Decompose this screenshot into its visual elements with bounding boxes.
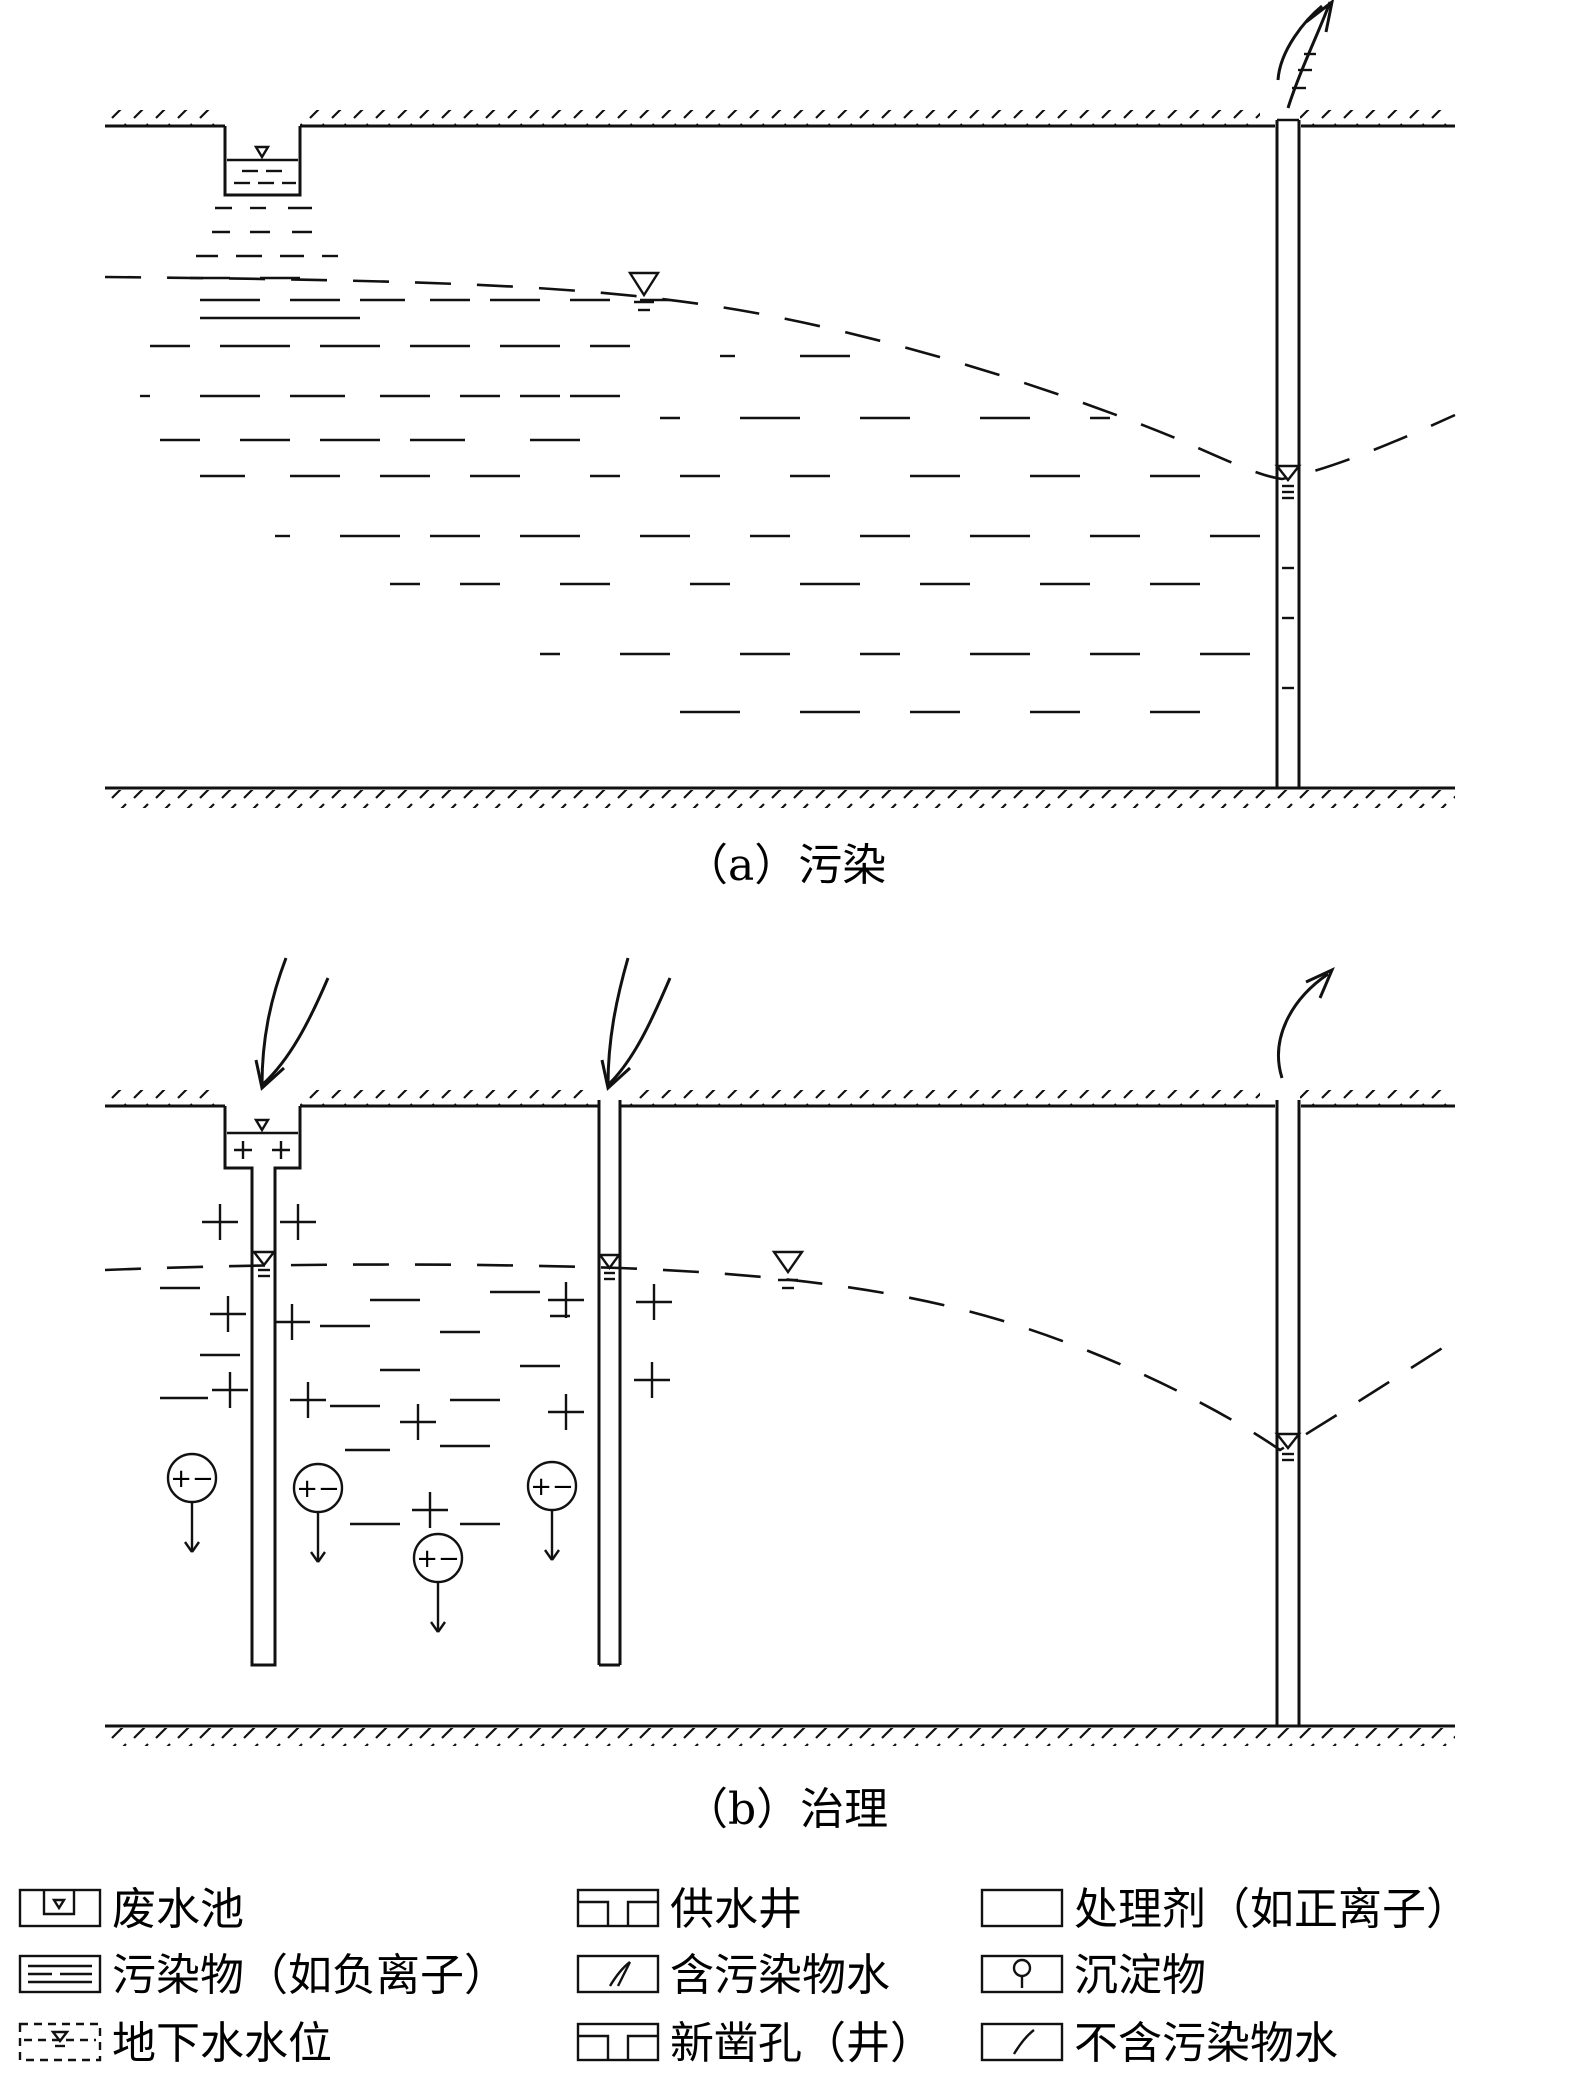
legend-label-water-table: 地下水水位 [112,2018,332,2069]
pollutant-seepage [196,206,338,258]
ground-hatch [1300,110,1450,126]
precipitate-arrow [184,1541,193,1553]
pollutant-plume [140,276,1260,714]
precipitate-sign: +− [530,1472,574,1502]
legend-contaminated-water-icon [576,1954,660,1994]
legend-label-contaminated-water: 含污染物水 [670,1950,890,2001]
precipitate-sign: +− [416,1544,460,1574]
caption-b: （b）治理 [684,1784,888,1835]
caption-a: （a）污染 [684,840,886,891]
water-table-line [104,1263,1456,1452]
bedrock-hatch [110,790,1455,808]
new-borehole [597,1100,622,1667]
legend-label-pollutant: 污染物（如负离子） [112,1950,508,2001]
treatment-inflow-arrow-2 [600,957,672,1091]
legend-icons [18,1888,1064,2062]
precipitate-sign: +− [170,1464,214,1494]
legend-treatment-agent-icon [980,1888,1064,1928]
clean-water-arrow [1277,967,1335,1079]
precipitate-arrow [310,1551,319,1563]
legend-precipitate-icon [980,1954,1064,1994]
ground-hatch [110,1090,220,1106]
treatment-inflow-arrow-1 [254,957,330,1091]
supply-well-b [1274,1100,1302,1726]
legend-label-new-borehole: 新凿孔（井） [670,2018,934,2069]
ground-hatch [300,110,1260,126]
legend-supply-well-icon [576,1888,660,1928]
supply-well-a [1274,118,1302,787]
ground-hatch [1300,1090,1450,1106]
legend-label-clean-water: 不含污染物水 [1074,2018,1338,2069]
precipitate-arrow [544,1549,553,1561]
panel-b: +− +− +− +− [104,957,1456,1746]
legend-label-wastewater-pool: 废水池 [112,1884,244,1935]
precipitate-arrow [551,1549,560,1561]
precipitate-arrow [430,1621,439,1633]
legend-label-precipitate: 沉淀物 [1074,1950,1206,2001]
legend-water-table-icon [18,2022,102,2062]
treatment-pool [223,1106,302,1667]
bedrock-hatch [110,1728,1455,1746]
precipitate-arrow [317,1551,326,1563]
ground-hatch [630,1090,1260,1106]
legend-pollutant-icon [18,1954,102,1994]
panel-a [104,0,1456,808]
legend-new-borehole-icon [576,2022,660,2062]
ions-field: +− +− +− +− [160,1204,672,1633]
legend-label-supply-well: 供水井 [670,1884,802,1935]
precipitate-sign: +− [296,1474,340,1504]
wastewater-pool [223,126,302,197]
legend-wastewater-pool-icon [18,1888,102,1928]
ground-hatch [300,1090,590,1106]
water-table-symbol [771,1250,805,1290]
ground-hatch [110,110,220,126]
precipitate-arrow [437,1621,446,1633]
water-table-line [104,275,1456,481]
legend-clean-water-icon [980,2022,1064,2062]
water-table-symbol [627,271,661,312]
precipitate-arrow [191,1541,200,1553]
contaminated-water-arrow [1276,0,1334,109]
legend-label-treatment-agent: 处理剂（如正离子） [1074,1884,1470,1935]
